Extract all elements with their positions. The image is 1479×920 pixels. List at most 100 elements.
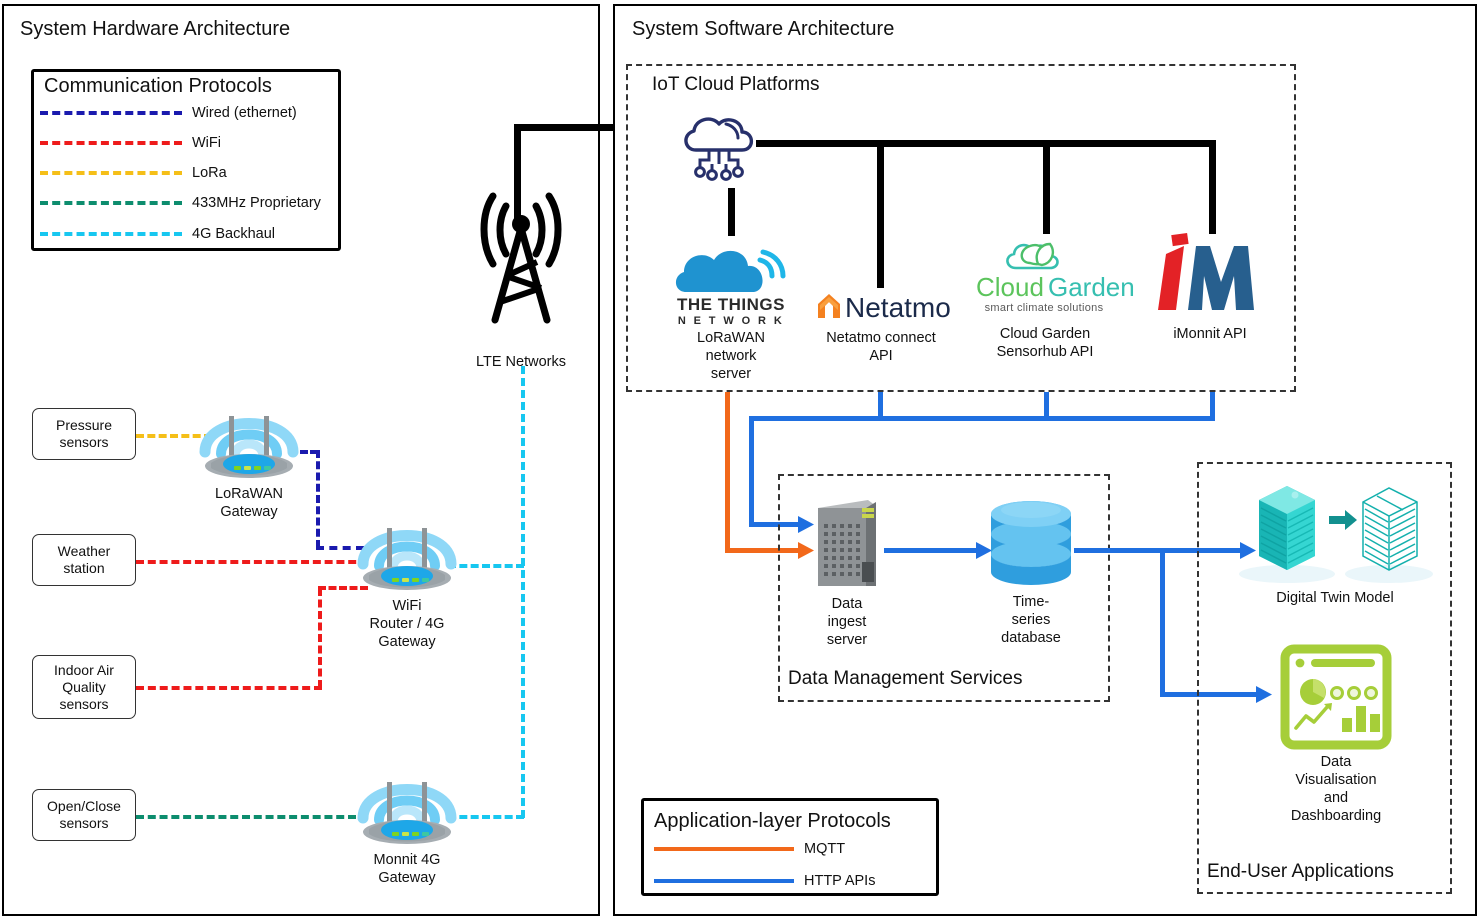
- dashboard-chart-icon: [1280, 644, 1392, 750]
- wifi-router-icon: [199, 416, 299, 478]
- imonnit-logo: [1158, 232, 1254, 310]
- legend-swatch-wifi: [40, 141, 182, 145]
- legend-row-lora: LoRa: [40, 165, 227, 181]
- gateway-label-lorawan: LoRaWAN Gateway: [215, 486, 283, 520]
- legend-label-wifi: WiFi: [192, 135, 221, 151]
- mqtt-line-vertical: [725, 392, 730, 550]
- iot-cloud-icon: [684, 117, 754, 181]
- mqtt-arrowhead-icon: [798, 542, 814, 559]
- iot-cloud-platforms-box: [626, 64, 1296, 392]
- legend-swatch-http-apis: [654, 879, 794, 883]
- cloud-platform-imonnit: iMonnit API: [1148, 232, 1272, 343]
- software-panel-title: System Software Architecture: [632, 18, 895, 40]
- link-lte-to-cloud-vertical: [514, 124, 521, 220]
- legend-label-433mhz: 433MHz Proprietary: [192, 195, 321, 211]
- gateway-label-monnit: Monnit 4G Gateway: [373, 852, 441, 886]
- digital-twin-model-node: Digital Twin Model: [1236, 474, 1434, 607]
- iot-cloud-hub-node: [676, 112, 762, 186]
- legend-row-433mhz: 433MHz Proprietary: [40, 195, 321, 211]
- wire-4g-trunk-vertical: [521, 366, 525, 818]
- sensor-box-weather: Weather station: [32, 534, 136, 586]
- legend-swatch-wired: [40, 111, 182, 115]
- legend-swatch-433mhz: [40, 201, 182, 205]
- wire-4g-router-to-trunk: [448, 564, 524, 568]
- legend-label-http-apis: HTTP APIs: [804, 873, 876, 889]
- wire-wired-to-wifi-router: [316, 546, 364, 550]
- sensor-box-open-close: Open/Close sensors: [32, 789, 136, 841]
- cloud-platform-cloud-garden: Cloud Garden smart climate solutions Clo…: [972, 232, 1135, 361]
- legend-row-4g-backhaul: 4G Backhaul: [40, 226, 275, 242]
- legend-label-4g-backhaul: 4G Backhaul: [192, 226, 276, 242]
- wire-4g-monnit-to-trunk: [448, 815, 524, 819]
- wire-433mhz-openclose-to-monnit: [136, 815, 356, 819]
- legend-swatch-4g-backhaul: [40, 232, 182, 236]
- bus-cloud-to-cloudgarden: [1043, 140, 1050, 234]
- cloud-platform-netatmo: Netatmo Netatmo connect API: [812, 286, 951, 365]
- end-user-applications-title: End-User Applications: [1207, 861, 1394, 882]
- communication-protocols-legend-title: Communication Protocols: [44, 75, 272, 97]
- iot-cloud-platforms-title: IoT Cloud Platforms: [652, 74, 820, 95]
- legend-row-wifi: WiFi: [40, 135, 221, 151]
- the-things-network-logo: THE THINGS N E T W O R K: [675, 249, 786, 327]
- legend-label-wired: Wired (ethernet): [192, 105, 297, 121]
- bus-cloud-to-ttn: [728, 188, 735, 236]
- cloud-platform-label-cloud-garden: Cloud Garden Sensorhub API: [996, 326, 1094, 360]
- http-riser-cloudgarden: [1044, 392, 1049, 418]
- end-user-applications-box: [1197, 462, 1452, 894]
- gateway-node-lorawan: LoRaWAN Gateway: [194, 390, 304, 521]
- wifi-router-icon: [357, 782, 457, 844]
- cloud-platform-label-ttn: LoRaWAN network server: [697, 330, 765, 382]
- data-ingest-server-node: Data ingest server: [808, 496, 886, 649]
- cloud-platform-the-things-network: THE THINGS N E T W O R K LoRaWAN network…: [666, 234, 796, 383]
- gateway-node-wifi-router: WiFi Router / 4G Gateway: [352, 502, 462, 651]
- legend-row-wired: Wired (ethernet): [40, 105, 297, 121]
- wire-wired-lorawan-gw-right: [290, 450, 318, 454]
- legend-swatch-mqtt: [654, 847, 794, 851]
- wire-wired-vertical: [316, 450, 320, 548]
- database-cylinder-icon: [991, 501, 1071, 585]
- http-server-to-database: [884, 548, 980, 553]
- cell-tower-icon: [480, 192, 562, 324]
- cloud-garden-logo: Cloud Garden smart climate solutions: [976, 242, 1135, 314]
- http-riser-netatmo: [878, 392, 883, 418]
- ttn-logo-text-primary: THE THINGS: [677, 295, 785, 314]
- data-visualisation-label: Data Visualisation and Dashboarding: [1290, 754, 1382, 824]
- sensor-box-indoor-air-quality: Indoor Air Quality sensors: [32, 655, 136, 719]
- http-db-out-to-twin: [1160, 548, 1244, 553]
- http-arrowhead-to-ingest-icon: [798, 516, 814, 533]
- bus-cloud-to-netatmo: [877, 140, 884, 288]
- cloud-platform-label-imonnit: iMonnit API: [1173, 326, 1247, 342]
- http-db-out-horizontal: [1074, 548, 1164, 553]
- server-rack-icon: [818, 500, 876, 586]
- gateway-node-monnit: Monnit 4G Gateway: [352, 756, 462, 887]
- data-management-services-title: Data Management Services: [788, 668, 1023, 689]
- http-arrowhead-to-dashboard-icon: [1256, 686, 1272, 703]
- cloud-platform-label-netatmo: Netatmo connect API: [826, 330, 936, 364]
- lte-networks-label: LTE Networks: [476, 354, 566, 370]
- wire-lora-pressure-to-lorawan-gw: [136, 434, 212, 438]
- netatmo-logo-text: Netatmo: [845, 292, 951, 323]
- legend-row-http-apis: HTTP APIs: [654, 873, 875, 889]
- bus-cloud-to-imonnit: [1209, 140, 1216, 234]
- http-arrowhead-to-database-icon: [976, 542, 992, 559]
- gateway-label-wifi-router: WiFi Router / 4G Gateway: [369, 598, 445, 650]
- wire-wifi-iaq-vertical: [318, 588, 322, 688]
- legend-label-mqtt: MQTT: [804, 841, 846, 857]
- http-bus-vertical-down: [749, 416, 754, 526]
- ttn-logo-text-secondary: N E T W O R K: [678, 315, 784, 327]
- http-bus-to-ingest-server: [749, 522, 801, 527]
- link-lte-to-cloud-horizontal: [514, 124, 666, 131]
- wire-wifi-weather-to-router: [136, 560, 368, 564]
- application-layer-protocols-legend-title: Application-layer Protocols: [654, 810, 891, 832]
- http-db-out-vertical: [1160, 548, 1165, 696]
- wire-wifi-iaq-horizontal: [136, 686, 322, 690]
- legend-row-mqtt: MQTT: [654, 841, 845, 857]
- bus-cloud-horizontal: [756, 140, 1216, 147]
- wifi-router-icon: [357, 528, 457, 590]
- lte-networks-node: LTE Networks: [462, 180, 580, 371]
- http-bus-horizontal-top: [749, 416, 1215, 421]
- timeseries-database-node: Time- series database: [986, 500, 1076, 647]
- wire-wifi-iaq-to-router: [318, 586, 368, 590]
- digital-twin-buildings-icon: [1239, 486, 1433, 583]
